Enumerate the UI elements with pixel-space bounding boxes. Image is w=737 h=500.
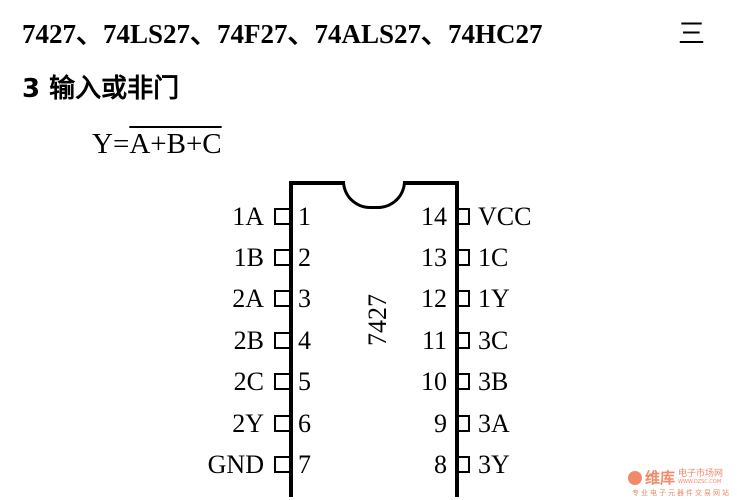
page-title: 7427、74LS27、74F27、74ALS27、74HC27 (22, 19, 543, 49)
pin-box (455, 456, 470, 473)
pin-number: 10 (421, 367, 447, 396)
pin-label: 2C (233, 367, 264, 396)
title-suffix: 三 (678, 19, 705, 50)
pin-number: 2 (298, 243, 311, 272)
pin-box (274, 373, 289, 390)
pin-box (455, 290, 470, 307)
pin-number: 3 (298, 284, 311, 313)
subtitle: 3 输入或非门 (22, 74, 180, 104)
pin-box (455, 208, 470, 225)
pin-label: 3B (478, 367, 509, 396)
pin-label: 1B (233, 243, 264, 272)
pin-number: 13 (421, 243, 447, 272)
pin-box (455, 373, 470, 390)
logic-formula: Y=A+B+C (92, 128, 222, 161)
pin-number: 7 (298, 450, 311, 479)
pin-number: 14 (421, 202, 447, 231)
pin-box (455, 249, 470, 266)
watermark-brand: 维库 (645, 469, 676, 487)
chip-notch (342, 181, 406, 209)
pin-box (274, 415, 289, 432)
pin-label: 2B (233, 326, 264, 355)
pin-label: 3Y (478, 450, 510, 479)
pin-label: 1A (232, 202, 264, 231)
pin-number: 1 (298, 202, 311, 231)
pin-number: 6 (298, 409, 311, 438)
pin-label: 3C (478, 326, 509, 355)
formula-rhs: A+B+C (129, 128, 222, 160)
pin-number: 5 (298, 367, 311, 396)
pin-label: 1C (478, 243, 509, 272)
pin-label: 2Y (232, 409, 264, 438)
watermark-url: WWW.DZSC.COM (678, 478, 722, 485)
pin-box (274, 249, 289, 266)
chip-body (289, 181, 459, 497)
pin-number: 12 (421, 284, 447, 313)
pin-box (274, 332, 289, 349)
pin-box (455, 332, 470, 349)
pin-label: VCC (478, 202, 532, 231)
watermark-name: 电子市场网 (678, 468, 724, 479)
pin-number: 4 (298, 326, 311, 355)
watermark: 维库 电子市场网 WWW.DZSC.COM 专业电子元器件交易网站 (628, 467, 731, 498)
pin-box (274, 290, 289, 307)
formula-lhs: Y= (92, 128, 130, 160)
pin-label: 3A (478, 409, 510, 438)
pin-box (455, 415, 470, 432)
pin-number: 9 (434, 409, 447, 438)
pin-number: 11 (421, 326, 447, 355)
chip-name: 7427 (363, 294, 392, 346)
pin-number: 8 (434, 450, 447, 479)
pin-box (274, 456, 289, 473)
pin-box (274, 208, 289, 225)
watermark-tagline: 专业电子元器件交易网站 (632, 489, 731, 497)
pin-label: 2A (232, 284, 264, 313)
pin-label: 1Y (478, 284, 510, 313)
pin-label: GND (207, 450, 264, 479)
watermark-logo-icon (628, 470, 642, 485)
